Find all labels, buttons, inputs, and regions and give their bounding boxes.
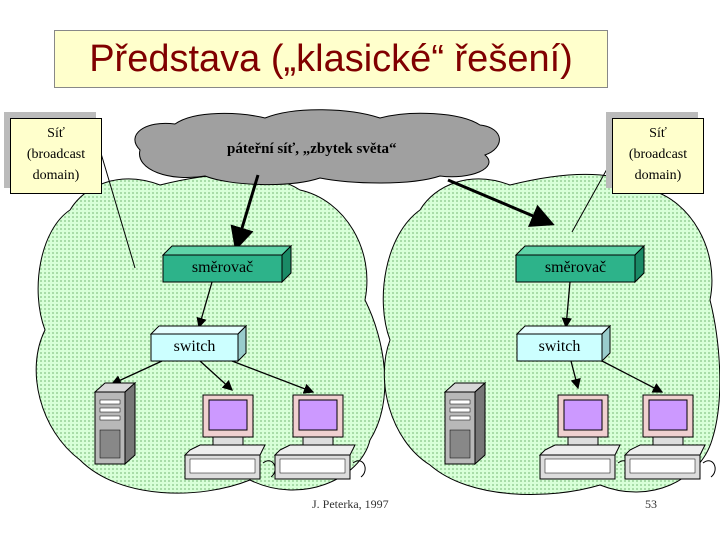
backbone-label: páteřní síť, „zbytek světa“ bbox=[227, 141, 397, 157]
left-switch-pc1-arrow bbox=[199, 360, 233, 391]
page-title: Představa („klasické“ řešení) bbox=[89, 37, 573, 80]
right-domain-line1: Síť bbox=[649, 126, 667, 141]
left-switch-server-arrow bbox=[110, 360, 163, 385]
right-switch-pc2-arrow bbox=[601, 360, 664, 393]
left-switch-label: switch bbox=[173, 338, 216, 355]
title-box: Představa („klasické“ řešení) bbox=[54, 30, 608, 88]
right-pc1-icon bbox=[538, 394, 631, 480]
left-switch-pc2-arrow bbox=[231, 360, 315, 394]
left-domain-line2: (broadcast bbox=[26, 147, 86, 162]
right-pc2-icon bbox=[623, 394, 716, 480]
backbone-to-right-router-arrow bbox=[447, 178, 555, 227]
left-domain-line1: Síť bbox=[47, 126, 65, 141]
backbone-to-left-router-arrow bbox=[230, 174, 260, 251]
right-switch bbox=[515, 324, 612, 363]
footer-page-number: 53 bbox=[645, 497, 657, 511]
right-router-label: směrovač bbox=[544, 259, 607, 276]
left-pc2-icon bbox=[273, 394, 366, 480]
right-domain-line2: (broadcast bbox=[628, 147, 688, 162]
left-router bbox=[161, 244, 293, 284]
right-domain-box: Síť (broadcast domain) bbox=[612, 118, 704, 194]
backbone-cloud bbox=[134, 109, 500, 186]
right-domain-pointer bbox=[571, 159, 613, 233]
right-server-icon bbox=[443, 381, 487, 466]
left-domain-pointer bbox=[99, 149, 136, 269]
right-switch-pc1-arrow bbox=[570, 360, 581, 390]
left-pc1-icon bbox=[183, 394, 276, 480]
left-router-label: směrovač bbox=[191, 259, 254, 276]
left-domain-box: Síť (broadcast domain) bbox=[10, 118, 102, 194]
right-router bbox=[514, 244, 646, 284]
right-domain-line3: domain) bbox=[634, 168, 682, 183]
right-switch-label: switch bbox=[538, 338, 581, 355]
right-router-switch-arrow bbox=[561, 281, 572, 329]
left-switch bbox=[149, 324, 248, 363]
left-router-switch-arrow bbox=[196, 281, 213, 329]
left-domain-line3: domain) bbox=[32, 168, 80, 183]
left-server-icon bbox=[93, 381, 137, 466]
footer-author: J. Peterka, 1997 bbox=[312, 497, 389, 511]
